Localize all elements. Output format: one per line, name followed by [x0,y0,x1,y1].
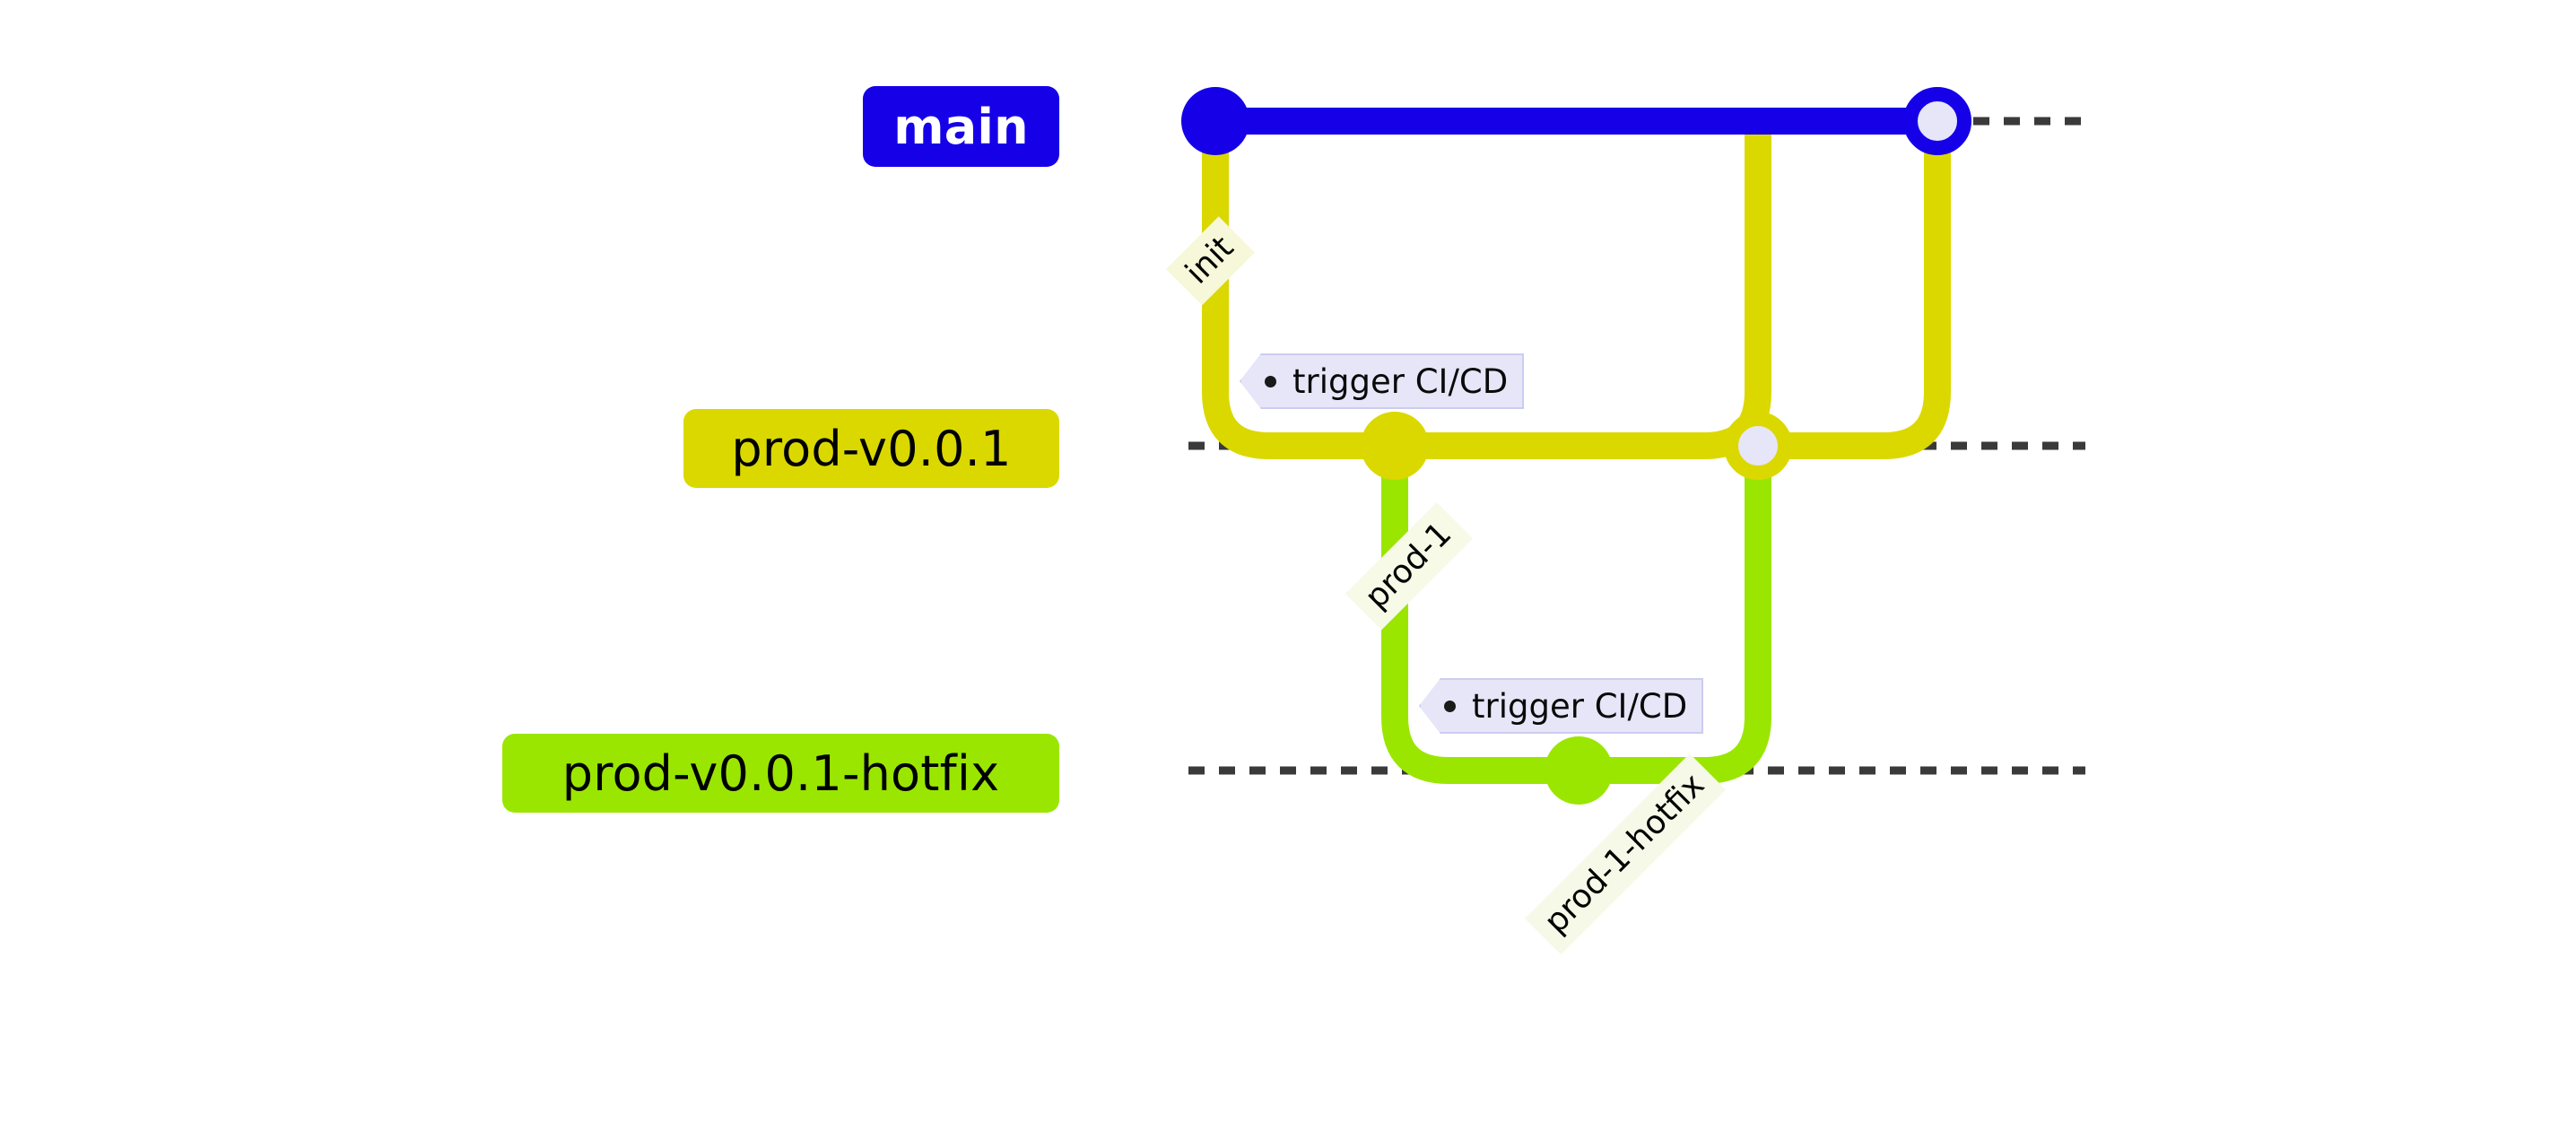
bullet-icon [1265,375,1276,387]
dashed-guides [1188,117,2085,775]
bullet-icon [1444,700,1456,712]
annotation-trigger-cicd-hotfix[interactable]: trigger CI/CD [1440,678,1704,734]
branch-label-prod-v0-0-1-hotfix[interactable]: prod-v0.0.1-hotfix [502,734,1059,813]
commit-node-prod-1[interactable] [1361,412,1429,480]
annotation-trigger-cicd-prod[interactable]: trigger CI/CD [1261,353,1525,409]
commit-node-prod-1-hotfix[interactable] [1545,736,1613,805]
branch-label-main[interactable]: main [863,86,1059,167]
commit-node-prod-head[interactable] [1724,412,1792,480]
annotation-label: trigger CI/CD [1472,686,1688,726]
commit-node-init[interactable] [1181,87,1249,155]
branch-label-prod-v0-0-1[interactable]: prod-v0.0.1 [683,409,1059,488]
branch-path-prod-riser [1758,121,1951,459]
commit-node-main-head[interactable] [1903,87,1971,155]
annotation-label: trigger CI/CD [1292,361,1509,401]
